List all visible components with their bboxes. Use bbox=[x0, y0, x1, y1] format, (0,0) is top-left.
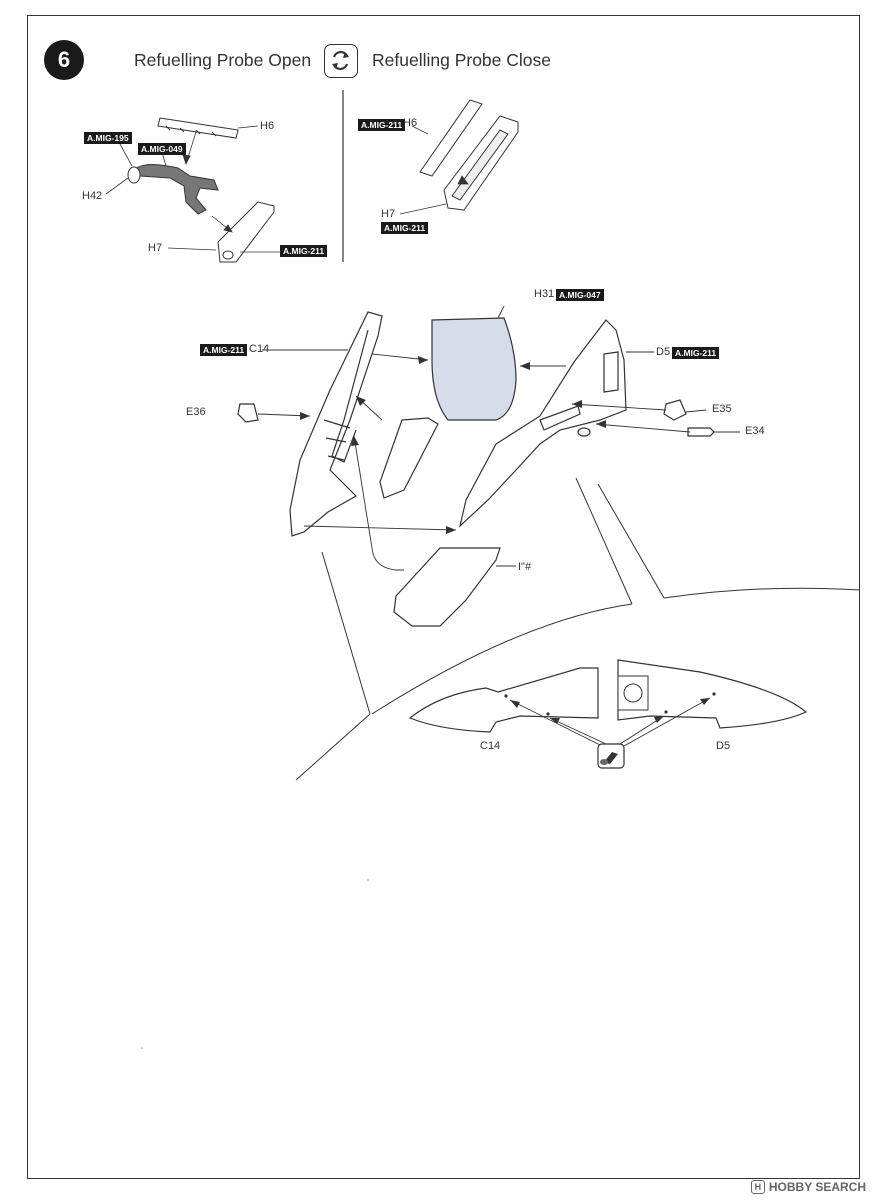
part-i-insert bbox=[393, 547, 501, 627]
part-e34 bbox=[687, 427, 715, 437]
label-e34: E34 bbox=[745, 425, 765, 437]
paint-tag-mig195: A.MIG-195 bbox=[84, 132, 132, 144]
label-h42: H42 bbox=[82, 190, 103, 202]
part-h6-left bbox=[157, 117, 239, 139]
label-h7-left: H7 bbox=[148, 242, 163, 254]
part-h7-left-hole bbox=[222, 250, 234, 260]
rotate-swap-icon bbox=[324, 44, 358, 78]
part-h6-left-teeth bbox=[165, 125, 217, 137]
label-h6-left: H6 bbox=[260, 120, 275, 132]
main-arrowheads bbox=[300, 356, 606, 534]
paint-tag-mig211-h7-left: A.MIG-211 bbox=[280, 245, 328, 257]
glue-brush-icon bbox=[597, 743, 625, 769]
paint-tag-mig211-d5: A.MIG-211 bbox=[672, 347, 720, 359]
label-h7-right: H7 bbox=[381, 208, 396, 220]
part-cockpit-tub bbox=[379, 417, 439, 499]
part-h42-nozzle bbox=[127, 166, 141, 184]
label-d5-detail: D5 bbox=[716, 740, 731, 752]
probe-open-parts bbox=[127, 117, 275, 263]
part-d5-main bbox=[458, 319, 627, 528]
paint-tag-mig211-h7-right: A.MIG-211 bbox=[381, 222, 429, 234]
step-number-badge: 6 bbox=[44, 40, 84, 80]
label-e36: E36 bbox=[186, 406, 206, 418]
part-e35 bbox=[663, 399, 687, 421]
paint-tag-mig211-h6-right: A.MIG-211 bbox=[358, 119, 406, 131]
paint-tag-mig211-c14: A.MIG-211 bbox=[200, 344, 248, 356]
probe-close-leaders bbox=[399, 125, 469, 215]
page-frame bbox=[27, 15, 860, 1179]
paint-tag-mig047-h31: A.MIG-047 bbox=[556, 289, 604, 301]
label-c14-main: C14 bbox=[249, 343, 270, 355]
part-h7-left bbox=[217, 201, 275, 263]
probe-close-title: Refuelling Probe Close bbox=[372, 50, 551, 70]
detail-d5-circle bbox=[623, 683, 643, 703]
watermark-text: HOBBY SEARCH bbox=[768, 1180, 866, 1194]
probe-open-title: Refuelling Probe Open bbox=[134, 50, 312, 70]
part-e36 bbox=[237, 403, 259, 423]
label-c14-detail: C14 bbox=[480, 740, 501, 752]
watermark: H HOBBY SEARCH bbox=[750, 1180, 866, 1194]
probe-close-parts bbox=[419, 99, 519, 211]
label-h6-right: H6 bbox=[403, 117, 418, 129]
part-h31-canopy bbox=[431, 317, 517, 421]
hobby-search-logo-icon: H bbox=[750, 1180, 765, 1194]
detail-locator-dots bbox=[504, 692, 716, 716]
label-d5-main: D5 bbox=[656, 346, 671, 358]
paint-tag-mig049: A.MIG-049 bbox=[138, 143, 186, 155]
label-i-part: I"# bbox=[518, 561, 532, 573]
part-h6-right bbox=[419, 99, 483, 177]
part-h42-pipe bbox=[129, 164, 219, 215]
label-e35: E35 bbox=[712, 403, 732, 415]
detail-callout-lines bbox=[295, 477, 861, 781]
label-h31: H31 bbox=[534, 288, 555, 300]
part-c14-main bbox=[289, 311, 383, 537]
detail-c14-half bbox=[408, 667, 599, 733]
